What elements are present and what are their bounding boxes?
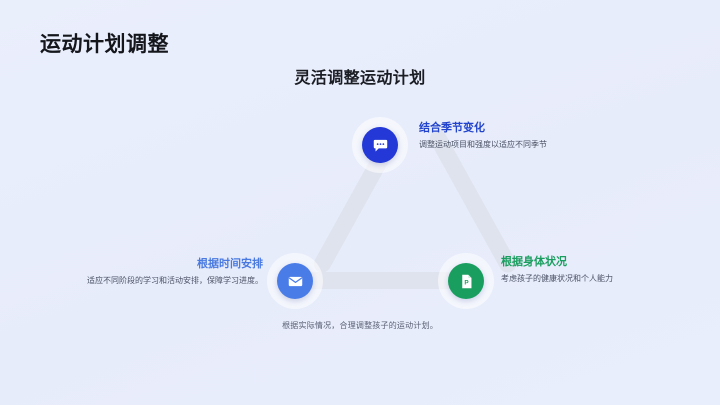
triangle-diagram: P [255,115,520,325]
envelope-icon [287,273,304,290]
heading-body: 根据身体状况 [501,256,567,268]
svg-text:P: P [464,279,469,286]
triangle-edge-bottom [296,272,464,289]
description-season: 调整运动项目和强度以适应不同季节 [419,140,547,149]
text-block-body: 根据身体状况 考虑孩子的健康状况和个人能力 [501,255,691,285]
section-subtitle: 灵活调整运动计划 [294,70,426,87]
diagram-caption: 根据实际情况，合理调整孩子的运动计划。 [282,321,438,330]
node-season[interactable] [362,127,398,163]
node-time[interactable] [277,263,313,299]
document-p-icon: P [458,273,475,290]
chat-bubble-icon [372,137,389,154]
text-block-season: 结合季节变化 调整运动项目和强度以适应不同季节 [419,121,609,151]
node-body[interactable]: P [448,263,484,299]
description-body: 考虑孩子的健康状况和个人能力 [501,274,613,283]
description-time: 适应不同阶段的学习和活动安排，保障学习进度。 [87,276,263,285]
heading-season: 结合季节变化 [419,122,485,134]
page-title: 运动计划调整 [40,33,169,56]
heading-time: 根据时间安排 [197,258,263,270]
text-block-time: 根据时间安排 适应不同阶段的学习和活动安排，保障学习进度。 [63,257,263,287]
